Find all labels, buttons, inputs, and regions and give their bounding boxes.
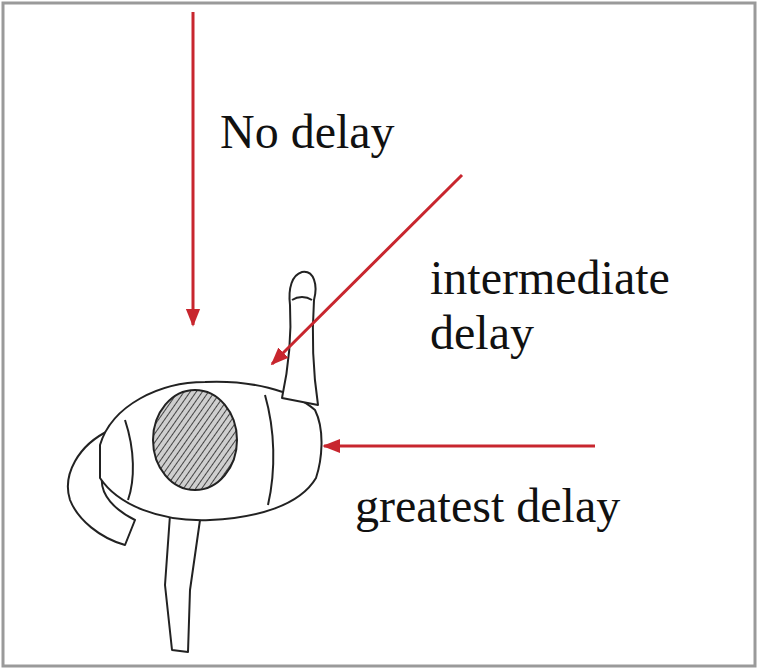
arrow-greatest-delay	[324, 445, 595, 448]
direction-arrows	[193, 12, 595, 446]
annotation-label: greatest delay	[355, 478, 745, 533]
annotation-label: intermediate delay	[430, 250, 730, 360]
annotation-label: No delay	[220, 104, 580, 159]
frame	[3, 3, 755, 666]
person-top-view	[68, 272, 322, 652]
arrow-no-delay	[192, 12, 195, 325]
